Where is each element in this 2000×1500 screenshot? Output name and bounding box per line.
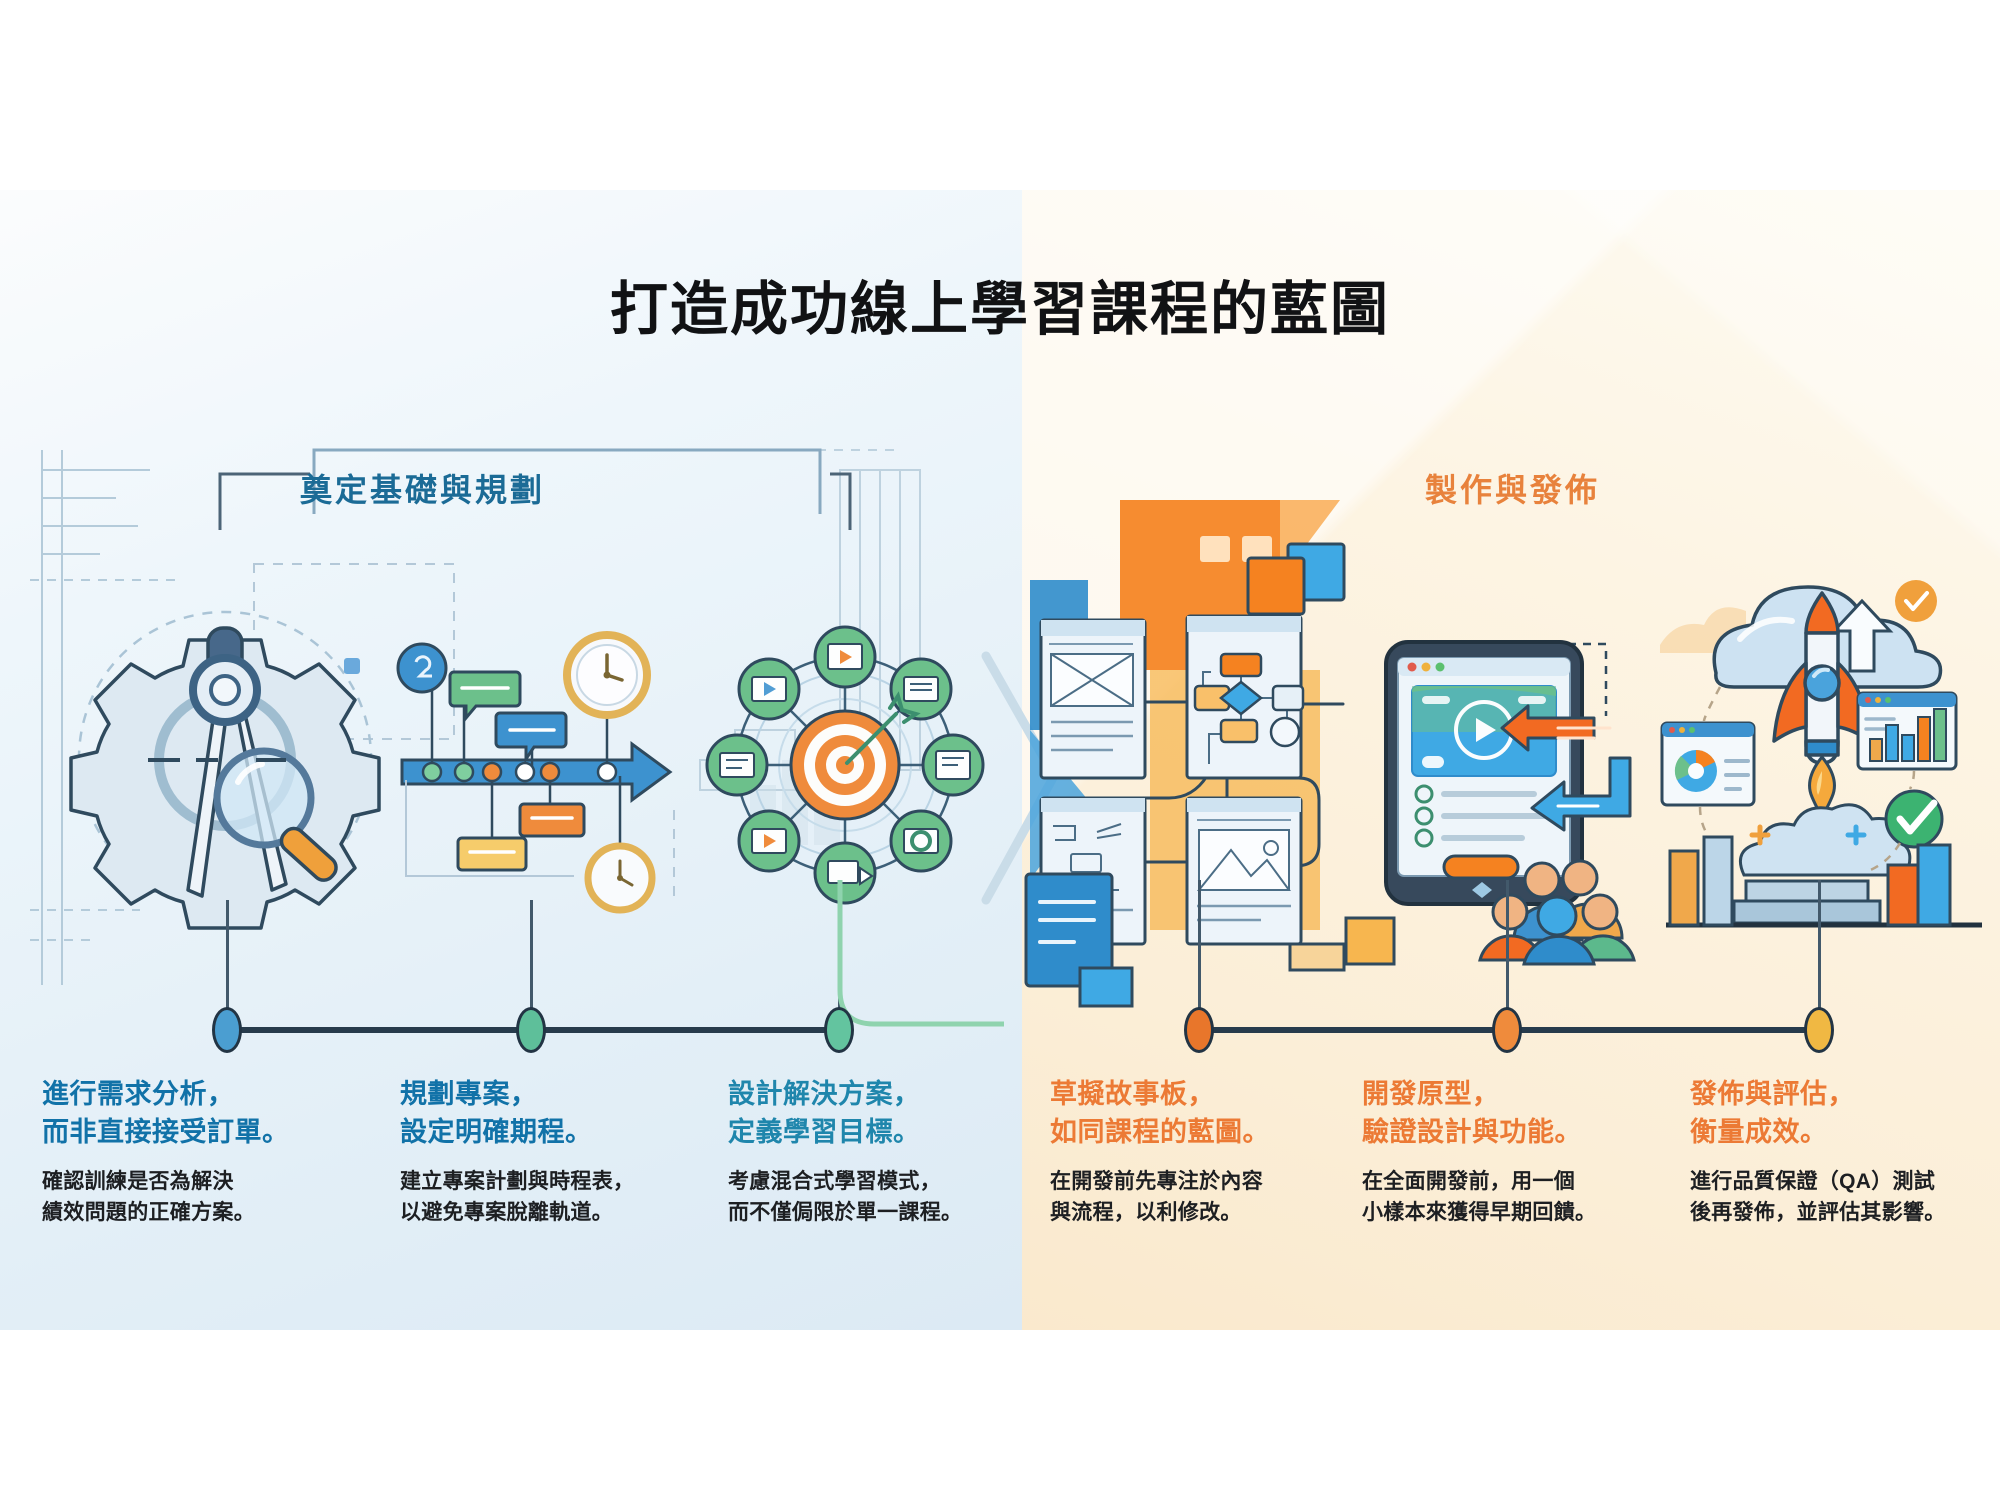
timeline-dot-6[interactable] [1804,1007,1834,1053]
step-6-heading-line-1: 發佈與評估， [1690,1079,1855,1109]
step-1-body-line-1: 確認訓練是否為解決 [42,1169,234,1193]
step-3-body: 考慮混合式學習模式， 而不僅侷限於單一課程。 [728,1166,1038,1229]
step-2-body: 建立專案計劃與時程表， 以避免專案脫離軌道。 [400,1166,700,1229]
step-3-body-line-2: 而不僅侷限於單一課程。 [728,1201,963,1225]
section-title-foundation: 奠定基礎與規劃 [300,472,546,508]
step-2-heading-line-2: 設定明確期程。 [400,1117,593,1148]
step-4-body-line-1: 在開發前先專注於內容 [1050,1169,1263,1193]
step-2-heading-line-1: 規劃專案， [400,1079,538,1109]
timeline-dot-5[interactable] [1492,1007,1522,1053]
step-4-body-line-2: 與流程，以利修改。 [1050,1201,1242,1225]
timeline-stem-2 [530,900,533,1030]
step-card-4[interactable]: 草擬故事板， 如同課程的藍圖。 在開發前先專注於內容 與流程，以利修改。 [1050,1075,1360,1229]
timeline-stem-1 [226,900,229,1030]
timeline-stem-6 [1818,880,1821,1030]
step-card-2[interactable]: 規劃專案， 設定明確期程。 建立專案計劃與時程表， 以避免專案脫離軌道。 [400,1075,700,1229]
step-card-3[interactable]: 設計解決方案， 定義學習目標。 考慮混合式學習模式， 而不僅侷限於單一課程。 [728,1075,1038,1229]
step-5-body-line-1: 在全面開發前，用一個 [1362,1169,1575,1193]
step-1-heading-line-2: 而非直接接受訂單。 [42,1117,290,1148]
step-3-heading-line-2: 定義學習目標。 [728,1117,921,1148]
step-4-heading: 草擬故事板， 如同課程的藍圖。 [1050,1075,1360,1152]
step-5-body: 在全面開發前，用一個 小樣本來獲得早期回饋。 [1362,1166,1672,1229]
step-1-heading: 進行需求分析， 而非直接接受訂單。 [42,1075,342,1152]
step-1-body-line-2: 績效問題的正確方案。 [42,1201,255,1225]
step-2-heading: 規劃專案， 設定明確期程。 [400,1075,700,1152]
step-6-heading: 發佈與評估， 衡量成效。 [1690,1075,2000,1152]
step-5-heading-line-1: 開發原型， [1362,1079,1500,1109]
step-5-heading: 開發原型， 驗證設計與功能。 [1362,1075,1672,1152]
step-card-6[interactable]: 發佈與評估， 衡量成效。 進行品質保證（QA）測試 後再發佈，並評估其影響。 [1690,1075,2000,1229]
step-4-body: 在開發前先專注於內容 與流程，以利修改。 [1050,1166,1360,1229]
step-card-1[interactable]: 進行需求分析， 而非直接接受訂單。 確認訓練是否為解決 績效問題的正確方案。 [42,1075,342,1229]
step-5-body-line-2: 小樣本來獲得早期回饋。 [1362,1201,1597,1225]
timeline-dot-3[interactable] [824,1007,854,1053]
section-title-production: 製作與發佈 [1425,472,1601,508]
step-2-body-line-2: 以避免專案脫離軌道。 [400,1201,613,1225]
timeline-dot-1[interactable] [212,1007,242,1053]
timeline-stem-4 [1198,880,1201,1030]
step-6-heading-line-2: 衡量成效。 [1690,1117,1828,1148]
timeline-stem-5 [1506,880,1509,1030]
timeline-dot-4[interactable] [1184,1007,1214,1053]
step-6-body: 進行品質保證（QA）測試 後再發佈，並評估其影響。 [1690,1166,2000,1229]
step-3-heading-line-1: 設計解決方案， [728,1079,921,1109]
step-4-heading-line-1: 草擬故事板， [1050,1079,1215,1109]
step-6-body-line-1: 進行品質保證（QA）測試 [1690,1169,1936,1193]
timeline-dot-2[interactable] [516,1007,546,1053]
step-1-heading-line-1: 進行需求分析， [42,1079,235,1109]
step-3-body-line-1: 考慮混合式學習模式， [728,1169,941,1193]
step-1-body: 確認訓練是否為解決 績效問題的正確方案。 [42,1166,342,1229]
step-4-heading-line-2: 如同課程的藍圖。 [1050,1117,1270,1148]
step-3-heading: 設計解決方案， 定義學習目標。 [728,1075,1038,1152]
steps-caption-row: 進行需求分析， 而非直接接受訂單。 確認訓練是否為解決 績效問題的正確方案。 規… [0,1075,2000,1305]
step-5-heading-line-2: 驗證設計與功能。 [1362,1117,1582,1148]
page-title: 打造成功線上學習課程的藍圖 [609,277,1390,342]
step-2-body-line-1: 建立專案計劃與時程表， [400,1169,635,1193]
step-card-5[interactable]: 開發原型， 驗證設計與功能。 在全面開發前，用一個 小樣本來獲得早期回饋。 [1362,1075,1672,1229]
step-6-body-line-2: 後再發佈，並評估其影響。 [1690,1201,1946,1225]
